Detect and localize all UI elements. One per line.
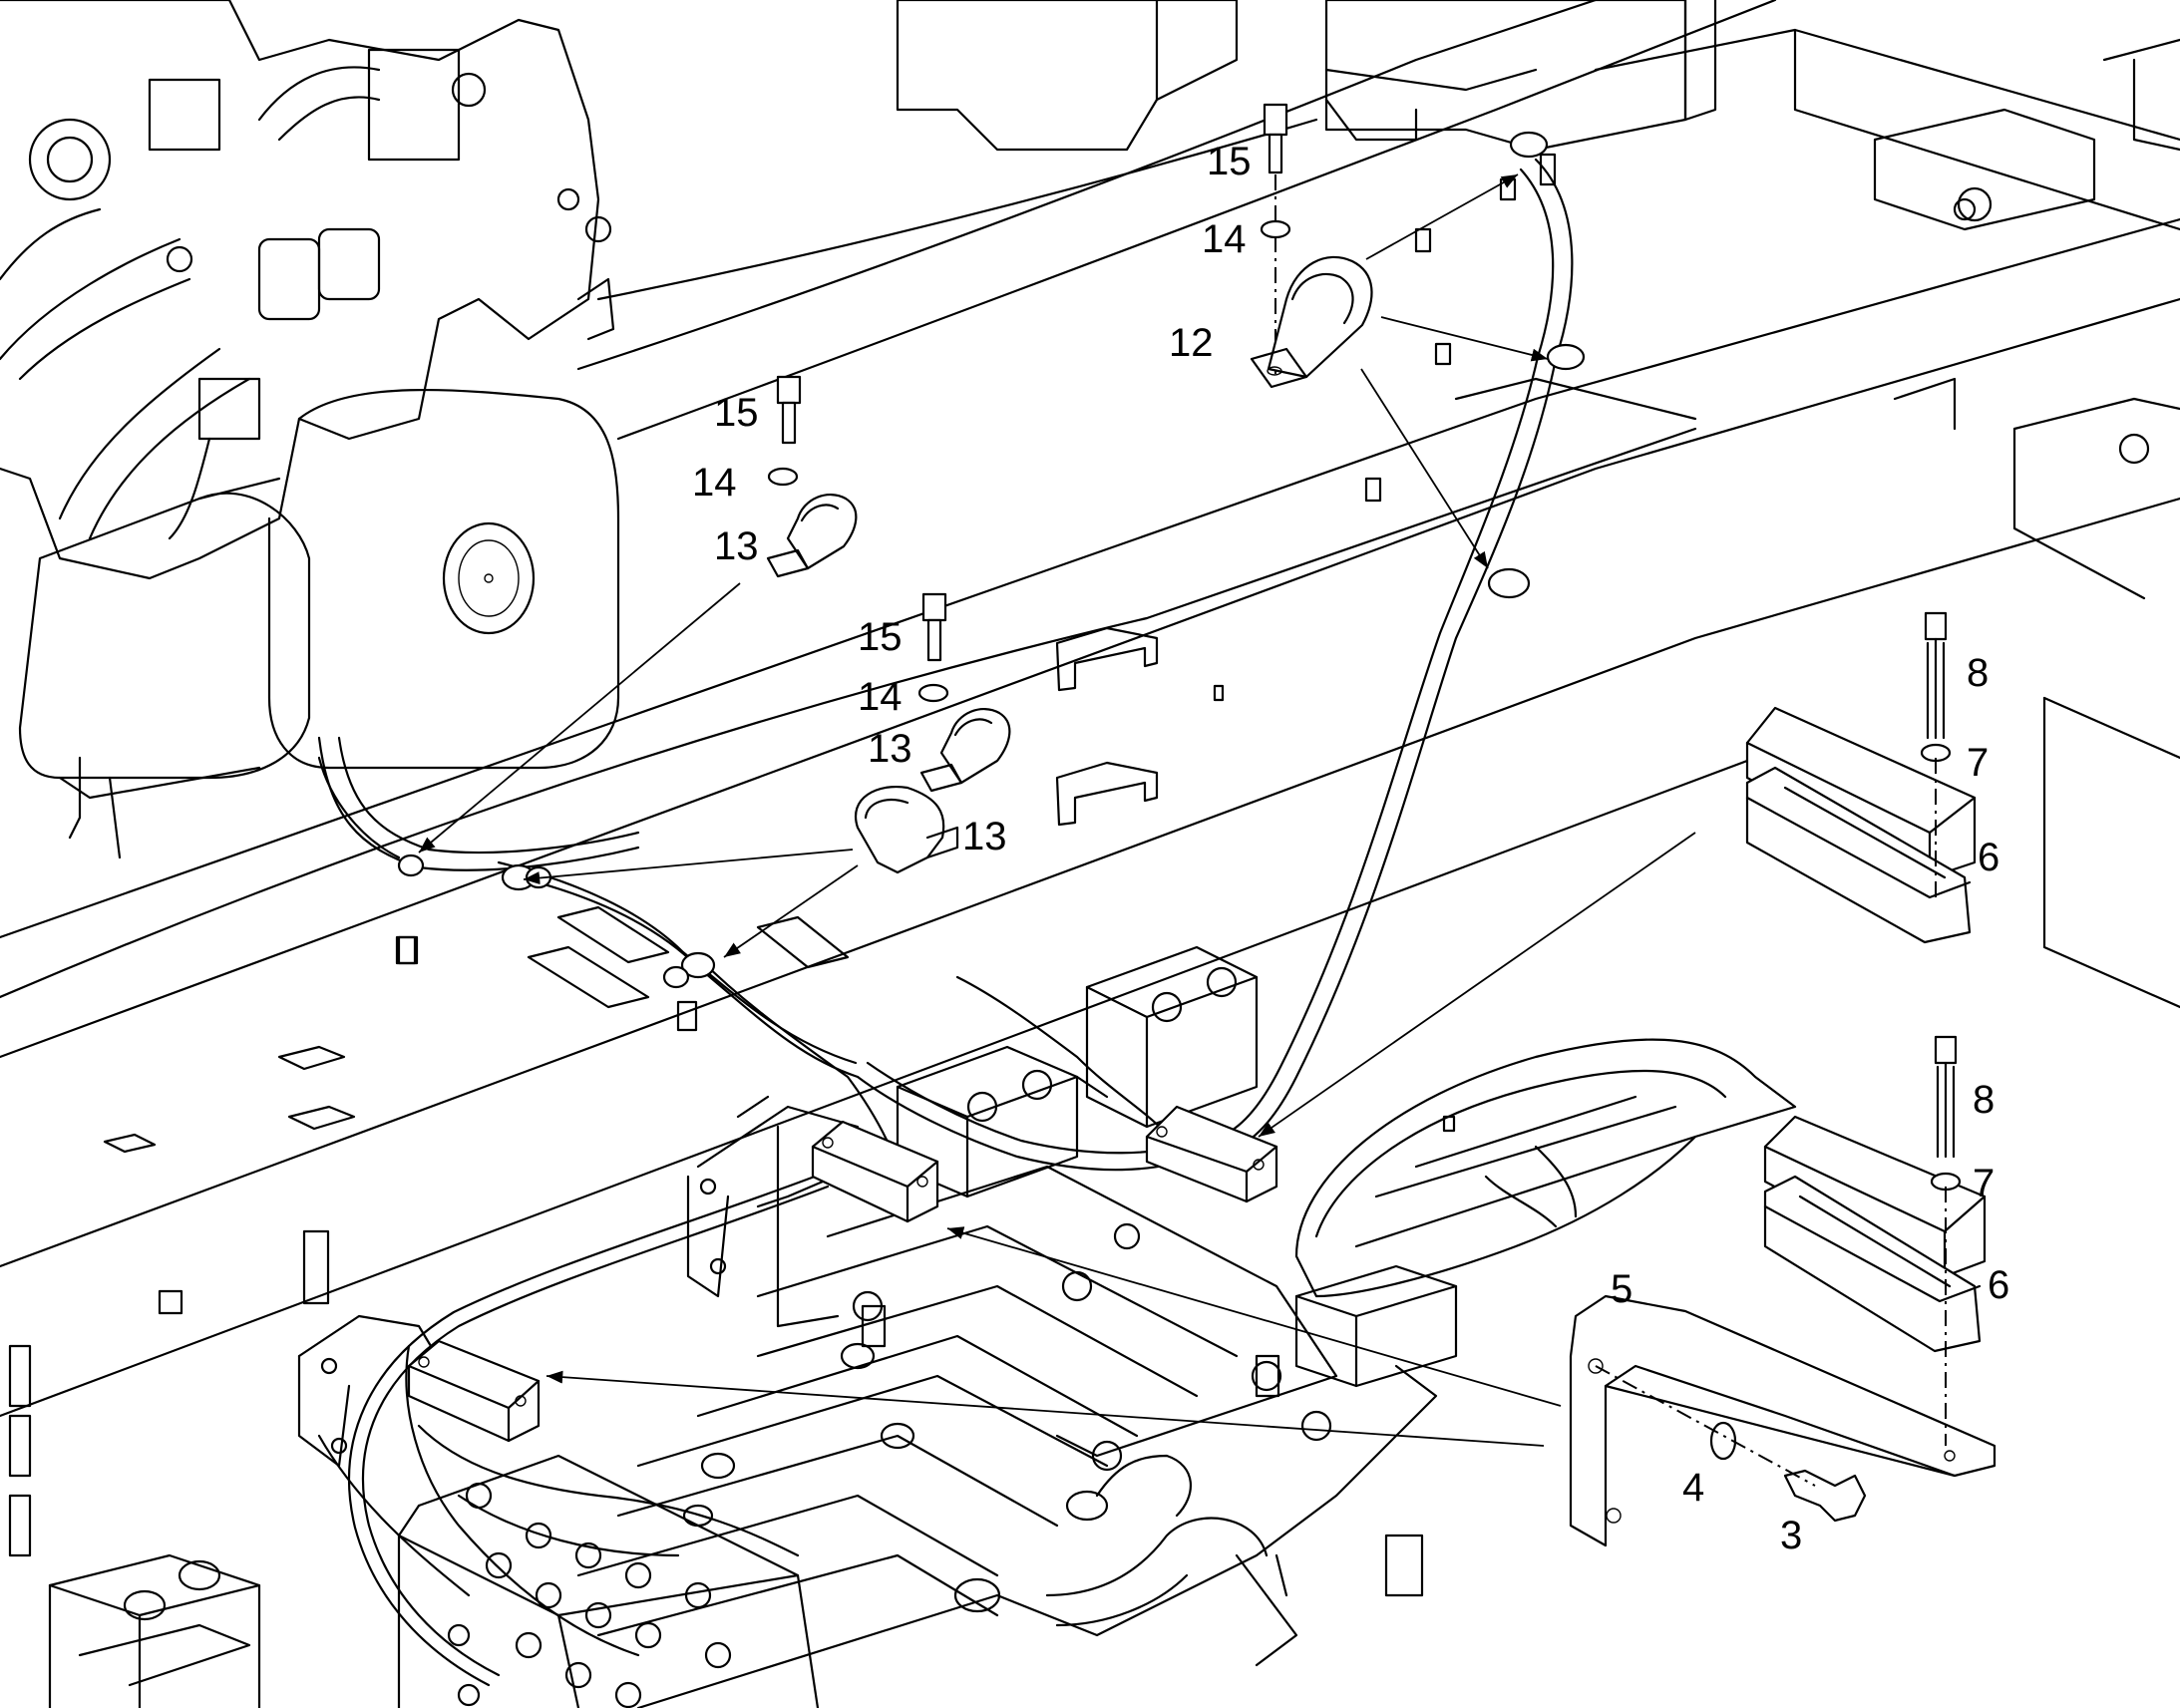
callout-4: 4 (1682, 1466, 1704, 1510)
clamp-set-upper-right (1745, 611, 1977, 944)
callout-7-upper: 7 (1967, 741, 1989, 785)
callout-14-mid: 14 (858, 675, 903, 719)
lower-mechanism (48, 945, 1797, 1708)
engine-assembly (0, 0, 620, 859)
callout-6-lower: 6 (1988, 1263, 2009, 1307)
chassis-frame (0, 0, 2180, 1597)
callout-8-lower: 8 (1973, 1078, 1995, 1122)
callout-7-lower: 7 (1973, 1162, 1995, 1205)
callout-6-upper: 6 (1978, 836, 1999, 879)
washer-part-14-left (767, 467, 799, 487)
installed-clamp-blocks (407, 1105, 1278, 1443)
callout-15-top: 15 (1207, 140, 1252, 183)
callout-13-lower: 13 (962, 815, 1007, 858)
callout-14-top: 14 (1202, 217, 1247, 261)
callout-14-left: 14 (692, 461, 737, 505)
clamp-part-13-lower (855, 785, 959, 874)
p-clamp-part-12 (1250, 255, 1373, 389)
callout-12: 12 (1169, 321, 1214, 365)
bracket-part-5 (1569, 1294, 1997, 1547)
callout-15-left: 15 (714, 391, 759, 435)
callout-13-left: 13 (714, 524, 759, 568)
callout-3: 3 (1780, 1514, 1802, 1557)
bolt-part-3 (1783, 1469, 1867, 1523)
washer-part-14-top (1260, 219, 1291, 239)
screw-part-15-mid (921, 592, 947, 662)
clamp-part-13-left (766, 494, 858, 578)
callout-labels: 15 14 12 15 14 13 15 14 13 13 8 7 6 8 7 … (692, 140, 2009, 1557)
hose-clamps (395, 131, 1586, 989)
clamp-set-lower-right (1763, 1035, 1987, 1446)
screw-part-15-top (1263, 103, 1288, 374)
screw-part-15-left (776, 375, 802, 445)
callout-5: 5 (1611, 1267, 1633, 1311)
leader-lines (418, 173, 1696, 1447)
hose-routes (317, 158, 1574, 1687)
clamp-part-13-mid (919, 708, 1011, 793)
upper-blocks (896, 0, 2180, 152)
washer-part-14-mid (917, 683, 949, 703)
callout-8-upper: 8 (1967, 651, 1989, 695)
callout-13-mid: 13 (868, 727, 912, 771)
callout-15-mid: 15 (858, 615, 903, 659)
axis-line-3-4-5 (1595, 1365, 1816, 1487)
